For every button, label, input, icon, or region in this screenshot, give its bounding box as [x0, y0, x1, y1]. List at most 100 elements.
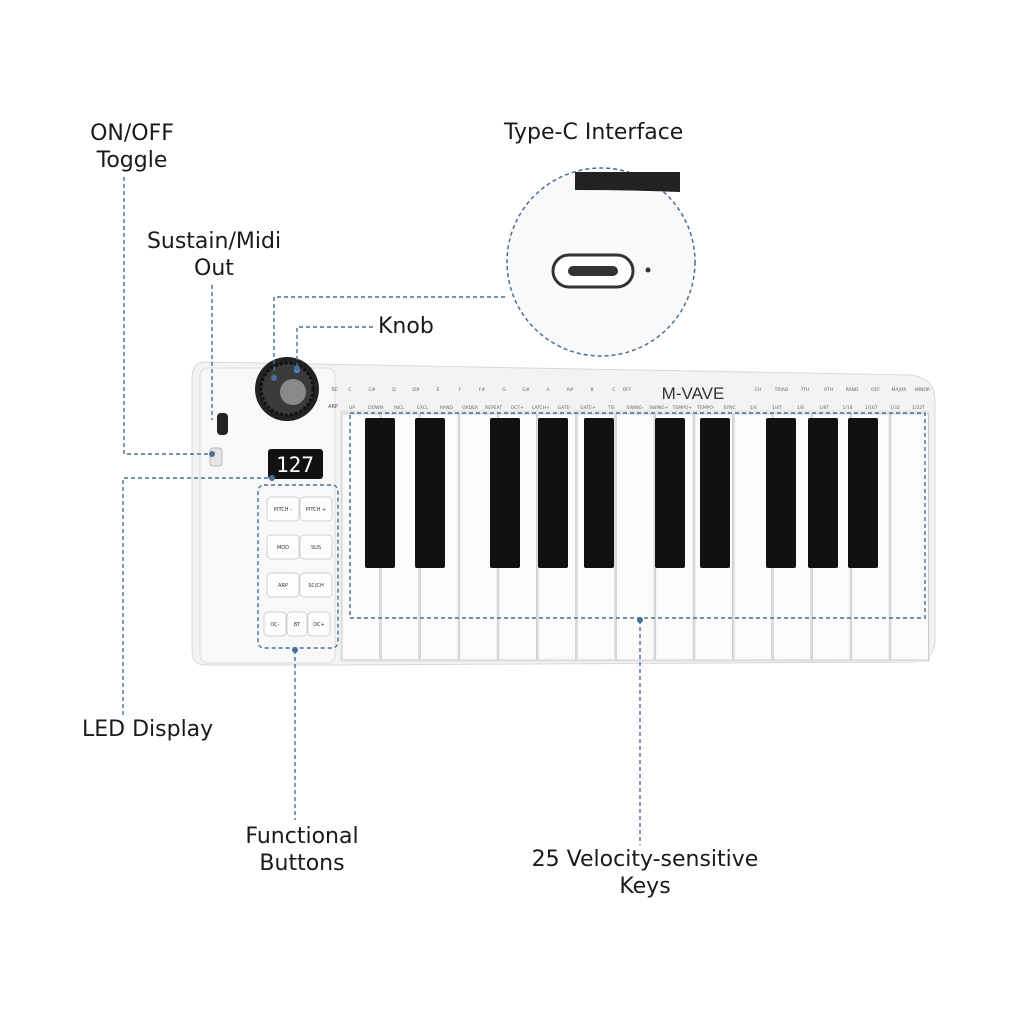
key-note-label: MINOR [915, 387, 930, 393]
label-line: Out [194, 256, 234, 281]
black-key[interactable] [365, 418, 395, 568]
key-note-label: D [392, 387, 396, 393]
button-label: SC/CH [308, 583, 324, 589]
label-line: Keys [619, 874, 671, 899]
key-function-label: UP [349, 405, 355, 411]
black-key[interactable] [655, 418, 685, 568]
button-label: OC+ [313, 622, 325, 628]
key-note-label: F [459, 387, 462, 393]
led-value: 127 [276, 453, 314, 477]
sc-label: SC [331, 387, 338, 393]
key-function-label: 1/32T [912, 405, 925, 411]
key-function-label: REPEAT [485, 405, 502, 411]
key-function-label: 1/4T [772, 405, 782, 411]
key-note-label: A [546, 387, 550, 393]
label-line: Sustain/Midi [146, 229, 282, 254]
key-function-label: SWING+ [649, 405, 668, 411]
label-line: 25 Velocity-sensitive [531, 847, 759, 872]
button-arp[interactable]: ARP [266, 572, 300, 598]
button-oc[interactable]: OC+ [307, 611, 331, 637]
key-note-label: MAJOR [892, 387, 907, 393]
button-oc[interactable]: OC- [263, 611, 287, 637]
key-note-label: G# [522, 387, 529, 393]
key-note-label: C [348, 387, 351, 393]
key-note-label: TRIAD [774, 387, 789, 393]
on-off-toggle[interactable] [209, 447, 223, 467]
type-c-label: Type-C Interface [504, 120, 684, 145]
button-label: PITCH + [306, 507, 326, 513]
white-key[interactable] [733, 413, 773, 661]
callout-dots [209, 365, 643, 653]
label-line: ON/OFF [90, 121, 174, 146]
button-pitch[interactable]: PITCH - [266, 496, 300, 522]
functional-buttons: PITCH - PITCH + MOD SUS ARP SC/CH OC- BT OC+ [263, 496, 333, 637]
key-function-label: OCT+ [511, 405, 524, 411]
button-sc-ch[interactable]: SC/CH [299, 572, 333, 598]
key-function-label: 1/8T [819, 405, 829, 411]
key-function-label: EXCL [417, 405, 429, 411]
label-line: Buttons [259, 851, 345, 876]
key-function-label: LATCH+ [532, 405, 550, 411]
key-note-label: 7TH [801, 387, 810, 393]
key-function-label: GATE- [558, 405, 572, 411]
callout-lines [122, 177, 926, 845]
key-note-label: A# [567, 387, 574, 393]
key-note-label: G [502, 387, 506, 393]
key-note-label: B [590, 387, 593, 393]
button-label: MOD [277, 545, 289, 551]
black-key[interactable] [490, 418, 520, 568]
key-function-label: INCL [394, 405, 405, 411]
key-note-label: OFF [871, 387, 880, 393]
black-key[interactable] [415, 418, 445, 568]
button-label: PITCH - [274, 507, 292, 513]
white-key[interactable] [890, 413, 929, 661]
key-note-label: OFF [623, 387, 632, 393]
led-label: LED Display [82, 717, 214, 742]
key-note-label: D# [412, 387, 419, 393]
sustain-midi-port[interactable] [217, 413, 228, 435]
label-line: Toggle [96, 148, 168, 173]
knob[interactable] [255, 357, 319, 421]
black-key[interactable] [584, 418, 614, 568]
button-label: SUS [311, 545, 321, 551]
key-note-label: 9TH [824, 387, 833, 393]
arp-label: ARP [328, 404, 338, 410]
key-function-label: 1/32 [890, 405, 900, 411]
key-function-label: ORDER [462, 405, 478, 411]
key-function-label: TIE [607, 405, 615, 411]
key-function-label: TEMPO+ [672, 405, 693, 411]
button-label: OC- [270, 622, 279, 628]
button-label: BT [294, 622, 301, 628]
button-sus[interactable]: SUS [299, 534, 333, 560]
black-key[interactable] [700, 418, 730, 568]
key-function-label: SYNC [724, 405, 736, 411]
brand-logo: M-VAVE [662, 384, 725, 403]
white-key[interactable] [615, 413, 655, 661]
black-key[interactable] [766, 418, 796, 568]
label-line: Functional [245, 824, 359, 849]
black-key[interactable] [808, 418, 838, 568]
black-key[interactable] [848, 418, 878, 568]
button-bt[interactable]: BT [286, 611, 308, 637]
key-function-label: GATE+ [580, 405, 596, 411]
key-function-label: 1/16 [843, 405, 853, 411]
black-keys [365, 418, 878, 568]
key-function-label: SWING- [627, 405, 644, 411]
button-pitch[interactable]: PITCH + [299, 496, 333, 522]
key-note-label: F# [479, 387, 486, 393]
type-c-magnifier [506, 167, 696, 357]
button-mod[interactable]: MOD [266, 534, 300, 560]
button-label: ARP [278, 583, 288, 589]
key-note-label: E [437, 387, 440, 393]
key-note-label: RAND [846, 387, 859, 393]
key-note-label: C [612, 387, 615, 393]
key-note-label: C# [369, 387, 376, 393]
key-note-label: CH [755, 387, 762, 393]
black-key[interactable] [538, 418, 568, 568]
led-display [268, 449, 323, 479]
